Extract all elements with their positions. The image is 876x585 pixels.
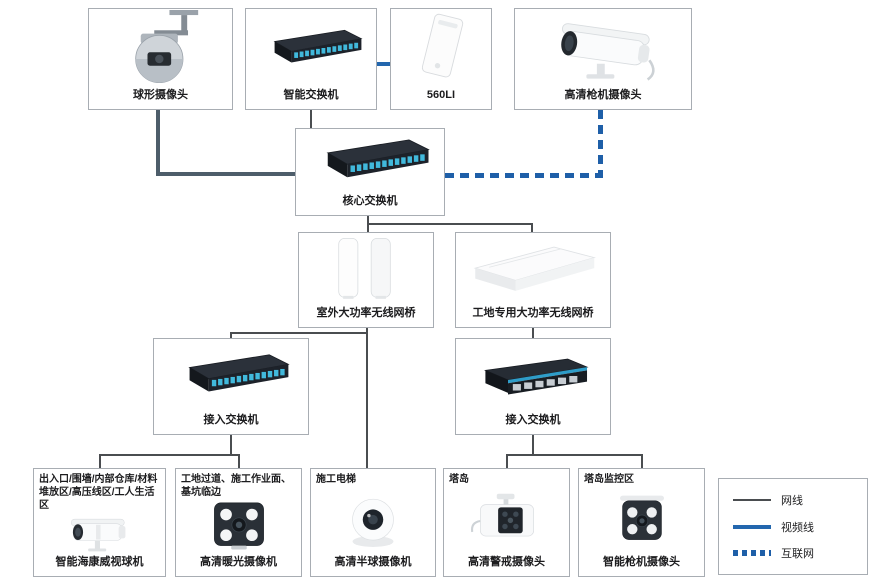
node-cam-tower-zone: 塔岛 高清警戒摄像头 <box>443 468 570 577</box>
network-switch-icon <box>246 9 376 87</box>
node-label: 智能交换机 <box>283 89 339 102</box>
node-dome-ptz-camera: 球形摄像头 <box>88 8 233 110</box>
node-label: 560LI <box>426 89 456 102</box>
zone-title: 施工电梯 <box>316 474 356 485</box>
legend-item-video: 视频线 <box>733 519 853 535</box>
connector-bus-cam1 <box>99 454 101 468</box>
connector-domecam-video-h <box>156 172 295 176</box>
legend-label: 视频线 <box>781 521 814 534</box>
connector-core-sitebridge-h <box>367 223 533 225</box>
connector-bus-cam2 <box>238 454 240 468</box>
node-cam-tower-monitor-zone: 塔岛监控区 智能枪机摄像头 <box>578 468 705 577</box>
connector-core-sitebridge-v <box>531 223 533 232</box>
node-label: 智能枪机摄像头 <box>603 556 680 569</box>
connector-outdoorbridge-down <box>366 328 368 468</box>
ptz-dome-camera-icon <box>89 9 232 87</box>
node-site-wireless-bridge: 工地专用大功率无线网桥 <box>455 232 611 328</box>
node-cam-walkway-zone: 工地过道、施工作业面、基坑临边 高清暖光摄像机 <box>175 468 302 577</box>
node-label: 高清枪机摄像头 <box>564 89 642 102</box>
zone-title: 工地过道、施工作业面、基坑临边 <box>181 474 291 498</box>
node-core-switch: 核心交换机 <box>295 128 445 216</box>
node-560li-device: 560LI <box>390 8 492 110</box>
connector-accessleft-bus <box>99 454 240 456</box>
connector-bullet-internet-v <box>598 110 603 178</box>
poe-switch-icon <box>456 339 610 412</box>
smart-bullet-camera-icon <box>579 486 704 554</box>
legend-label: 互联网 <box>781 548 814 560</box>
wireless-bridge-box-icon <box>456 233 610 305</box>
node-label: 球形摄像头 <box>133 89 188 102</box>
node-outdoor-wireless-bridge: 室外大功率无线网桥 <box>298 232 434 328</box>
node-cam-entrance-zone: 出入口/围墙/内部仓库/材料堆放区/高压线区/工人生活区 智能海康威视球机 <box>33 468 166 577</box>
node-label: 接入交换机 <box>505 414 561 427</box>
connector-bridge-accessleft-v <box>230 332 232 338</box>
zone-title: 塔岛 <box>449 474 469 485</box>
connector-accessright-down <box>532 435 534 456</box>
node-label: 高清警戒摄像头 <box>468 556 545 569</box>
connector-accessleft-down <box>230 435 232 456</box>
connector-smartswitch-core <box>310 110 312 128</box>
net-line-sample <box>733 499 771 501</box>
node-label: 室外大功率无线网桥 <box>316 307 416 320</box>
connector-domecam-video-v <box>156 110 160 176</box>
turret-dome-camera-icon <box>311 486 435 554</box>
connector-sitebridge-accessright <box>532 328 534 338</box>
network-switch-icon <box>154 339 308 412</box>
node-hd-bullet-camera: 高清枪机摄像头 <box>514 8 692 110</box>
legend-item-net: 网线 <box>733 492 853 508</box>
wireless-bridge-panels-icon <box>299 233 433 305</box>
node-access-switch-left: 接入交换机 <box>153 338 309 435</box>
node-label: 智能海康威视球机 <box>55 556 144 569</box>
internet-line-sample <box>733 550 771 556</box>
node-label: 高清半球摄像机 <box>334 556 412 569</box>
legend-label: 网线 <box>781 495 803 507</box>
node-cam-elevator-zone: 施工电梯 高清半球摄像机 <box>310 468 436 577</box>
video-line-sample <box>733 524 771 529</box>
node-label: 核心交换机 <box>342 195 398 208</box>
nvr-device-icon <box>391 9 491 87</box>
node-label: 高清暖光摄像机 <box>200 556 277 569</box>
connector-bridge-accessleft-h <box>230 332 368 334</box>
warm-light-camera-icon <box>176 499 301 554</box>
connector-bus-cam4 <box>506 454 508 468</box>
connector-accessright-bus <box>506 454 643 456</box>
connector-smartswitch-560li-video <box>377 62 390 66</box>
node-smart-switch: 智能交换机 <box>245 8 377 110</box>
connector-bullet-internet-h <box>445 173 603 178</box>
connector-bus-cam5 <box>641 454 643 468</box>
white-bullet-camera-icon <box>34 512 165 554</box>
node-access-switch-right: 接入交换机 <box>455 338 611 435</box>
zone-title: 出入口/围墙/内部仓库/材料堆放区/高压线区/工人生活区 <box>39 474 158 511</box>
node-label: 工地专用大功率无线网桥 <box>472 307 594 320</box>
alert-camera-icon <box>444 486 569 554</box>
legend: 网线 视频线 互联网 <box>718 478 868 575</box>
zone-title: 塔岛监控区 <box>584 474 634 485</box>
node-label: 接入交换机 <box>203 414 259 427</box>
network-switch-icon <box>296 129 444 193</box>
bullet-camera-icon <box>515 9 691 87</box>
legend-item-internet: 互联网 <box>733 545 853 561</box>
